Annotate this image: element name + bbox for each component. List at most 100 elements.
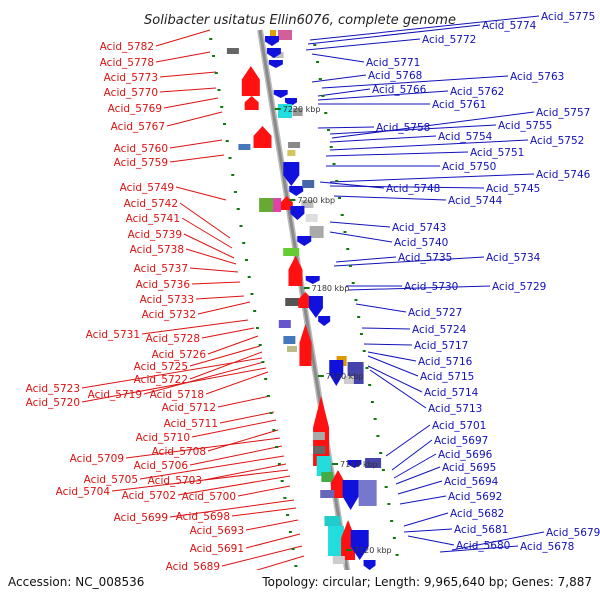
kbp-label: 7220 kbp bbox=[283, 105, 321, 114]
leader-line-right bbox=[363, 343, 413, 346]
gene-label-left: Acid_5710 bbox=[136, 432, 190, 444]
gene-label-right: Acid_5727 bbox=[408, 307, 462, 319]
leader-line-left bbox=[163, 97, 219, 109]
tick-dot bbox=[362, 350, 366, 352]
gene-label-right: Acid_5697 bbox=[434, 435, 488, 447]
gene-label-left: Acid_5704 bbox=[56, 486, 111, 498]
gene-label-left: Acid_5723 bbox=[26, 383, 80, 395]
gene-label-right: Acid_5682 bbox=[450, 508, 504, 520]
gene-feature bbox=[283, 336, 296, 344]
tick-dot bbox=[272, 429, 276, 431]
leader-line-left bbox=[191, 281, 241, 285]
gene-label-right: Acid_5755 bbox=[498, 120, 552, 132]
tick-dot bbox=[316, 61, 320, 63]
gene-feature bbox=[358, 480, 377, 506]
tick-dot bbox=[228, 157, 232, 159]
gene-label-right: Acid_5761 bbox=[432, 99, 486, 111]
gene-label-right: Acid_5768 bbox=[368, 70, 422, 82]
gene-label-left: Acid_5769 bbox=[108, 103, 162, 115]
gene-feature bbox=[305, 214, 318, 222]
gene-feature bbox=[287, 150, 296, 156]
gene-label-right: Acid_5717 bbox=[414, 340, 468, 352]
tick-dot bbox=[337, 197, 341, 199]
gene-label-right: Acid_5730 bbox=[404, 281, 458, 293]
leader-line-right bbox=[393, 453, 437, 479]
tick-dot bbox=[321, 95, 325, 97]
leader-line-right bbox=[367, 351, 417, 362]
tick-dot bbox=[387, 503, 391, 505]
leader-line-left bbox=[189, 445, 283, 466]
leader-line-left bbox=[185, 248, 237, 265]
leader-line-left bbox=[175, 186, 227, 201]
leader-line-right bbox=[385, 424, 431, 457]
leader-line-left bbox=[219, 411, 275, 424]
tick-marks bbox=[209, 38, 402, 573]
gene-label-right: Acid_5757 bbox=[536, 107, 590, 119]
gene-label-left: Acid_5728 bbox=[146, 333, 200, 345]
tick-dot bbox=[217, 89, 221, 91]
tick-dot bbox=[242, 242, 246, 244]
tick-dot bbox=[379, 452, 383, 454]
reverse-gene-arrow bbox=[350, 530, 369, 560]
gene-label-left: Acid_5702 bbox=[122, 490, 176, 502]
leader-line-left bbox=[155, 29, 211, 47]
leader-line-left bbox=[191, 419, 277, 438]
reverse-gene-arrow bbox=[273, 90, 288, 98]
tick-dot bbox=[286, 514, 290, 516]
gene-label-left: Acid_5738 bbox=[130, 244, 184, 256]
leader-line-left bbox=[189, 267, 239, 273]
leader-line-right bbox=[369, 369, 427, 409]
gene-feature bbox=[343, 376, 354, 384]
gene-feature bbox=[285, 298, 300, 306]
leader-line-left bbox=[169, 139, 223, 149]
leader-line-left bbox=[207, 335, 259, 355]
gene-label-right: Acid_5713 bbox=[428, 403, 482, 415]
leader-line-right bbox=[307, 24, 481, 45]
forward-gene-arrow bbox=[241, 66, 260, 96]
gene-label-left: Acid_5693 bbox=[190, 525, 244, 537]
gene-label-right: Acid_5774 bbox=[482, 20, 537, 32]
reverse-gene-arrow bbox=[266, 48, 281, 58]
leader-line-right bbox=[403, 528, 453, 533]
topology-summary: Topology: circular; Length: 9,965,640 bp… bbox=[261, 575, 592, 589]
tick-dot bbox=[332, 163, 336, 165]
gene-feature bbox=[313, 446, 326, 454]
leader-line-left bbox=[169, 499, 295, 518]
gene-label-right: Acid_5744 bbox=[448, 195, 503, 207]
tick-dot bbox=[253, 310, 257, 312]
leader-line-right bbox=[329, 231, 393, 243]
leader-line-left bbox=[169, 154, 225, 163]
leader-line-right bbox=[395, 466, 441, 485]
leader-line-left bbox=[81, 367, 267, 403]
gene-label-left: Acid_5782 bbox=[100, 41, 154, 53]
reverse-gene-arrow bbox=[363, 560, 376, 570]
gene-label-right: Acid_5695 bbox=[442, 462, 496, 474]
leader-line-left bbox=[141, 319, 249, 335]
gene-label-right: Acid_5679 bbox=[546, 527, 600, 539]
tick-dot bbox=[381, 469, 385, 471]
leader-line-left bbox=[205, 371, 269, 395]
leader-line-left bbox=[155, 51, 211, 63]
leader-line-left bbox=[231, 507, 297, 517]
tick-dot bbox=[261, 361, 265, 363]
tick-dot bbox=[258, 344, 262, 346]
leader-line-right bbox=[311, 74, 367, 83]
leader-line-left bbox=[203, 463, 287, 481]
gene-feature bbox=[238, 144, 251, 150]
forward-gene-arrow bbox=[331, 470, 346, 498]
forward-gene-arrow bbox=[244, 96, 259, 110]
tick-dot bbox=[370, 401, 374, 403]
tick-dot bbox=[283, 497, 287, 499]
gene-label-left: Acid_5731 bbox=[86, 329, 140, 341]
tick-dot bbox=[266, 395, 270, 397]
leader-line-left bbox=[189, 351, 263, 380]
gene-label-right: Acid_5715 bbox=[420, 371, 474, 383]
gene-feature bbox=[320, 490, 335, 498]
left-gene-labels: Acid_5782Acid_5778Acid_5773Acid_5770Acid… bbox=[26, 41, 244, 587]
gene-feature bbox=[292, 108, 303, 116]
gene-label-left: Acid_5720 bbox=[26, 397, 80, 409]
gene-label-right: Acid_5771 bbox=[366, 57, 420, 69]
gene-label-left: Acid_5708 bbox=[152, 446, 206, 458]
gene-label-right: Acid_5754 bbox=[438, 131, 493, 143]
tick-dot bbox=[354, 299, 358, 301]
